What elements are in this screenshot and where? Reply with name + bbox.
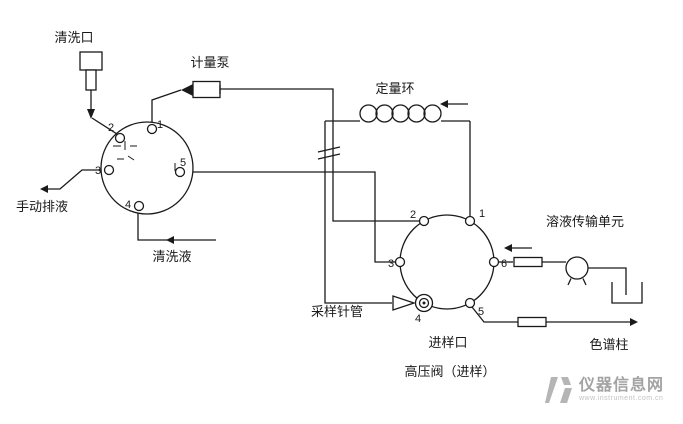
pump-circle <box>565 256 589 280</box>
needle-seat-symbol <box>414 293 434 313</box>
right-valve-port-label-4: 4 <box>415 313 421 325</box>
solution-transfer-unit-symbol <box>498 244 643 304</box>
tubing-fitting <box>513 256 543 268</box>
left-valve-port-3 <box>103 164 115 176</box>
tubing-break-marks <box>317 146 341 160</box>
right-valve-port-3 <box>394 256 406 268</box>
column-label: 色谱柱 <box>589 337 628 352</box>
line-port1-to-pump <box>151 89 182 125</box>
wash-solution-label: 清洗液 <box>152 249 191 264</box>
sample-loop-symbol <box>325 104 470 123</box>
watermark-site-name: 仪器信息网 <box>579 376 665 394</box>
left-valve-port-4 <box>133 200 145 212</box>
wash-solution-line <box>137 210 216 244</box>
left-valve-port-label-2: 2 <box>108 122 114 134</box>
watermark-site-url: www.instrument.com.cn <box>579 394 664 402</box>
left-valve-port-label-1: 1 <box>157 119 163 131</box>
left-valve-port-label-3: 3 <box>95 165 101 177</box>
watermark: 仪器信息网 www.instrument.com.cn <box>545 368 677 412</box>
arrow-left-icon <box>40 185 48 193</box>
left-valve-port-2 <box>114 132 126 144</box>
wash-port-symbol <box>79 51 118 135</box>
loop-flow-arrow <box>440 100 468 108</box>
right-valve-port-label-3: 3 <box>388 258 394 270</box>
solution-transfer-unit-label: 溶液传输单元 <box>546 214 624 229</box>
manual-drain-line <box>40 169 105 193</box>
arrow-left-icon <box>166 236 174 244</box>
high-pressure-valve-label: 高压阀（进样） <box>404 364 495 379</box>
right-valve-port-5 <box>464 297 476 309</box>
line-loop-to-needle <box>324 121 392 304</box>
line-leftport5-to-rightport3 <box>184 171 395 263</box>
metering-pump-label: 计量泵 <box>190 55 229 70</box>
right-valve-port-label-6: 6 <box>501 258 507 270</box>
right-valve-port-label-5: 5 <box>478 306 484 318</box>
left-valve-port-5 <box>174 166 186 178</box>
left-valve-port-label-4: 4 <box>125 199 131 211</box>
arrow-right-icon <box>630 318 638 326</box>
left-valve-port-label-5: 5 <box>180 157 186 169</box>
instrument-site-logo-icon <box>545 377 572 403</box>
tubing-fitting <box>517 316 547 328</box>
transfer-flow-arrow <box>504 244 532 252</box>
sampling-needle-label: 采样针管 <box>311 304 363 319</box>
high-pressure-valve <box>394 214 500 313</box>
column-line <box>471 306 638 328</box>
solvent-container <box>611 282 643 304</box>
arrow-left-icon <box>440 100 448 108</box>
injection-port-label: 进样口 <box>428 335 467 350</box>
sample-loop-label: 定量环 <box>375 81 414 96</box>
line-pump-to-rightvalve-port2 <box>220 88 420 222</box>
wash-port-label: 清洗口 <box>54 30 93 45</box>
right-valve-port-label-1: 1 <box>479 208 485 220</box>
right-valve-port-2 <box>418 215 430 227</box>
line-washport-to-port2 <box>91 117 118 135</box>
left-valve-port-1 <box>146 123 158 135</box>
arrow-left-icon <box>504 244 512 252</box>
valve-engraving-marks <box>113 141 176 171</box>
pump-tip <box>181 84 193 96</box>
arrow-down-icon <box>87 109 95 119</box>
right-valve-port-label-2: 2 <box>410 209 416 221</box>
metering-pump-symbol <box>151 80 221 125</box>
low-pressure-valve <box>100 121 194 215</box>
manual-drain-label: 手动排液 <box>16 199 68 214</box>
right-valve-port-6 <box>488 256 500 268</box>
right-valve-port-1 <box>464 215 476 227</box>
sampling-needle-symbol <box>392 295 417 311</box>
